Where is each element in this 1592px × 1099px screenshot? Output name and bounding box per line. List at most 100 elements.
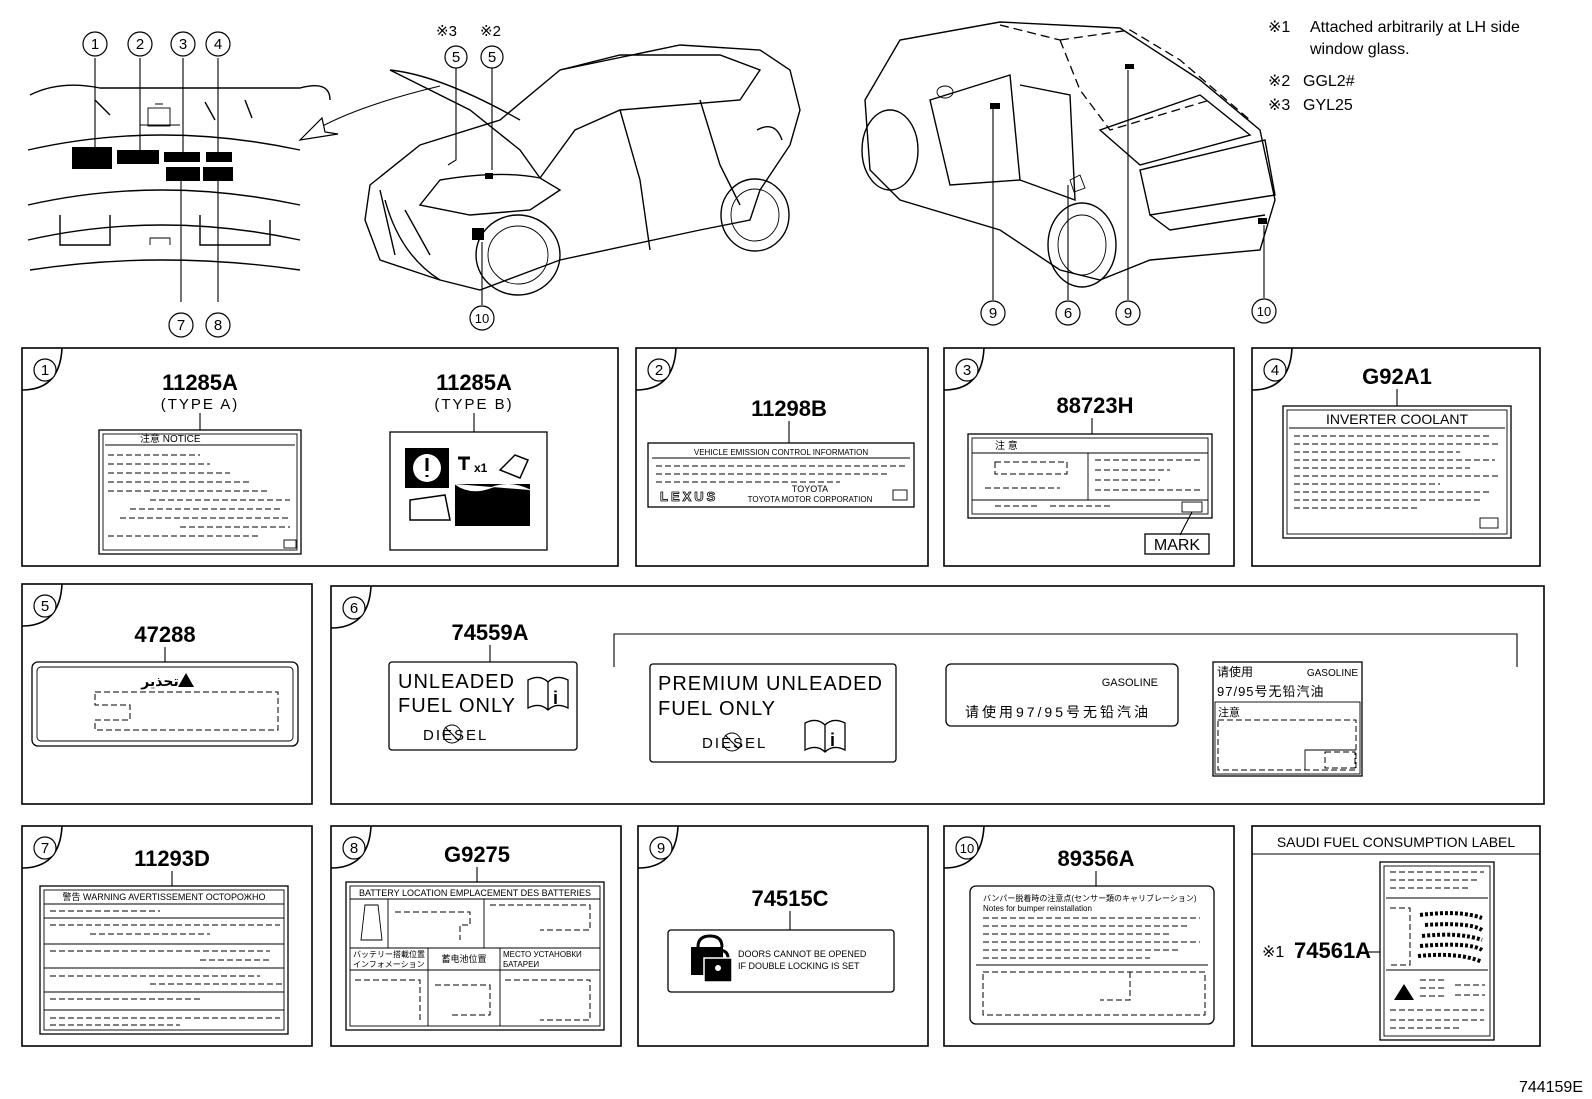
callout-10b: 10 <box>1251 298 1277 324</box>
part-G92A1: G92A1 <box>1362 364 1432 389</box>
svg-text:1: 1 <box>91 36 99 53</box>
mark-star3: ※3 <box>436 23 457 40</box>
svg-text:4: 4 <box>214 36 222 53</box>
callout-7: 7 <box>168 312 194 338</box>
panel-3-num: 3 <box>963 362 971 379</box>
saudi-mark: ※1 <box>1262 944 1284 961</box>
arabic-warning: تحذير <box>140 673 178 690</box>
panel-saudi: SAUDI FUEL CONSUMPTION LABEL ※1 74561A <box>1251 825 1541 1047</box>
part-11293D: 11293D <box>134 846 210 871</box>
note-mark-3: ※3 <box>1268 97 1290 114</box>
svg-text:i: i <box>553 688 558 708</box>
figure-id: 744159E <box>1519 1079 1583 1096</box>
part-74515C: 74515C <box>751 886 828 911</box>
callout-10a: 10 <box>469 305 495 331</box>
note-mark-2: ※2 <box>1268 73 1290 90</box>
rear-car-drawing: 9 6 9 10 <box>861 21 1277 326</box>
svg-text:5: 5 <box>488 49 496 66</box>
panel-1-num: 1 <box>41 362 49 379</box>
gasoline-label: GASOLINE <box>1102 677 1158 689</box>
doors-line1: DOORS CANNOT BE OPENED <box>738 949 867 959</box>
inverter-title: INVERTER COOLANT <box>1326 411 1469 427</box>
doors-line2: IF DOUBLE LOCKING IS SET <box>738 961 860 971</box>
engine-bay-detail: 1 2 3 4 7 8 <box>27 31 441 338</box>
svg-text:9: 9 <box>1124 305 1132 322</box>
jp-battery-1: バッテリー搭載位置 <box>353 949 425 959</box>
callout-5a: 5 <box>444 45 468 69</box>
part-G9275: G9275 <box>444 842 510 867</box>
bumper-jp: バンパー脱着時の注意点(センサー類のキャリブレーション) <box>983 893 1197 903</box>
cn-caution: 注意 <box>1218 705 1240 719</box>
premium-line1: PREMIUM UNLEADED <box>658 673 883 695</box>
cn-use-label: 请使用 <box>1217 664 1253 679</box>
warning-header: 警告 WARNING AVERTISSEMENT ОСТОРОЖНО <box>63 891 266 902</box>
panel-8-num: 8 <box>350 840 358 857</box>
svg-text:9: 9 <box>989 305 997 322</box>
notes: ※1 Attached arbitrarily at LH side windo… <box>1268 19 1520 114</box>
saudi-title: SAUDI FUEL CONSUMPTION LABEL <box>1277 834 1516 850</box>
callout-4: 4 <box>205 31 231 57</box>
callout-1: 1 <box>82 31 108 57</box>
panel-4-num: 4 <box>1271 362 1279 379</box>
panel-10: 10 89356A バンパー脱着時の注意点(センサー類のキャリブレーション) N… <box>943 825 1235 1047</box>
diesel-1: DIESEL <box>423 727 488 744</box>
jp-battery-2: インフォメーション <box>353 960 425 969</box>
mark-star2: ※2 <box>480 23 501 40</box>
callout-6: 6 <box>1055 300 1081 326</box>
panel-9-num: 9 <box>657 840 665 857</box>
panel-3: 3 88723H 注 意 MARK <box>943 347 1235 567</box>
manual-info-icon-2: i <box>804 719 846 753</box>
part-11285A-a: 11285A <box>162 370 238 395</box>
ru-battery-2: БАТАРЕИ <box>503 960 539 969</box>
part-11285A-b: 11285A <box>436 370 512 395</box>
note-text-1: Attached arbitrarily at LH side <box>1310 19 1520 36</box>
svg-text:8: 8 <box>214 317 222 334</box>
svg-text:5: 5 <box>452 49 460 66</box>
note-text-3: GYL25 <box>1303 97 1353 114</box>
part-47288: 47288 <box>134 622 195 647</box>
part-89356A: 89356A <box>1057 846 1134 871</box>
note-text-1b: window glass. <box>1309 41 1410 58</box>
panel-2: 2 11298B VEHICLE EMISSION CONTROL INFORM… <box>635 347 929 567</box>
type-a: (TYPE A) <box>161 396 240 413</box>
panel-7: 7 11293D 警告 WARNING AVERTISSEMENT ОСТОРО… <box>21 825 313 1047</box>
svg-text:2: 2 <box>136 36 144 53</box>
unleaded-line1: UNLEADED <box>398 671 515 693</box>
lexus-logo-text: LEXUS <box>660 489 718 504</box>
panel-6: 6 74559A UNLEADED FUEL ONLY DIESEL i PRE… <box>330 585 1545 805</box>
panel-4: 4 G92A1 INVERTER COOLANT <box>1251 347 1541 567</box>
svg-text:10: 10 <box>1257 304 1271 319</box>
battery-header: BATTERY LOCATION EMPLACEMENT DES BATTERI… <box>359 888 591 898</box>
note-text-2: GGL2# <box>1303 73 1355 90</box>
callout-3: 3 <box>170 31 196 57</box>
maker1: TOYOTA <box>792 484 828 494</box>
ru-battery-1: МЕСТО УСТАНОВКИ <box>503 950 582 959</box>
diesel-2: DIESEL <box>702 735 767 752</box>
svg-text:10: 10 <box>475 311 489 326</box>
svg-text:6: 6 <box>1064 305 1072 322</box>
panel-2-num: 2 <box>655 362 663 379</box>
panel-9: 9 74515C DOORS CANNOT BE OPENED IF DOUBL… <box>637 825 929 1047</box>
gasoline-label-2: GASOLINE <box>1307 668 1358 679</box>
cn-fuel-text-2: 97/95号无铅汽油 <box>1217 684 1325 699</box>
manual-info-icon: i <box>527 676 569 711</box>
panel-5-num: 5 <box>41 598 49 615</box>
panel-6-num: 6 <box>350 600 358 617</box>
svg-text:3: 3 <box>179 36 187 53</box>
part-74561A: 74561A <box>1294 938 1371 963</box>
unleaded-line2: FUEL ONLY <box>398 695 516 717</box>
part-11298B: 11298B <box>751 396 827 421</box>
type-b: (TYPE B) <box>434 396 513 413</box>
note-mark-1: ※1 <box>1268 19 1290 36</box>
mark-label: MARK <box>1154 537 1201 554</box>
part-74559A: 74559A <box>451 620 528 645</box>
callout-9a: 9 <box>980 300 1006 326</box>
panel-10-num: 10 <box>960 841 974 856</box>
notice-header: 注意 NOTICE <box>140 432 201 445</box>
callout-8: 8 <box>205 312 231 338</box>
cn-battery: 蓄电池位置 <box>441 953 486 964</box>
callout-9b: 9 <box>1115 300 1141 326</box>
bumper-en: Notes for bumper reinstallation <box>983 904 1092 913</box>
front-car-drawing: ※3 ※2 5 5 10 <box>364 23 801 331</box>
